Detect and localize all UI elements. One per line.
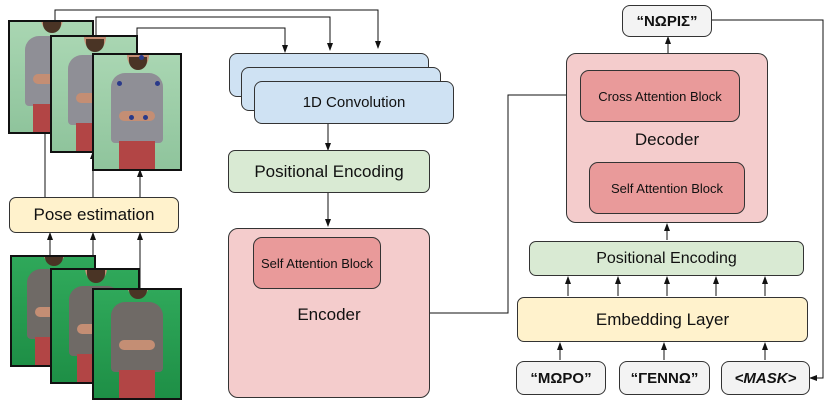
encoder-block: Self Attention Block Encoder: [228, 228, 430, 398]
keypoint: [135, 53, 140, 54]
encoder-label: Encoder: [297, 305, 361, 324]
keypoint: [139, 55, 144, 60]
cross-attention-block: Cross Attention Block: [580, 70, 740, 122]
signer-figure: [109, 290, 165, 398]
cross-attention-label: Cross Attention Block: [598, 88, 722, 104]
conv-label: 1D Convolution: [302, 94, 406, 111]
video-frame-3: [92, 288, 182, 400]
encoder-self-attention-block: Self Attention Block: [253, 237, 381, 289]
encoder-self-attention-label: Self Attention Block: [260, 255, 373, 271]
arrow-encoder-to-cross-attention: [430, 92, 580, 314]
encoder-positional-encoding-label: Positional Encoding: [254, 161, 404, 181]
decoder-positional-encoding: Positional Encoding: [529, 241, 804, 276]
mask-token: <MASK>: [721, 361, 810, 395]
pose-estimation-block: Pose estimation: [9, 197, 179, 233]
keypoint: [143, 115, 148, 120]
decoder-self-attention-label: Self Attention Block: [610, 180, 723, 196]
decoder-block: Cross Attention Block Decoder Self Atten…: [566, 53, 768, 223]
encoder-positional-encoding: Positional Encoding: [228, 150, 430, 193]
embedding-layer: Embedding Layer: [517, 297, 808, 342]
input-token-2-label: “ΓΕΝΝΩ”: [630, 369, 699, 387]
pose-frame-3: [92, 53, 182, 171]
conv-block: 1D Convolution: [254, 81, 454, 124]
output-token: “ΝΩΡΙΣ”: [622, 5, 712, 37]
keypoint: [155, 81, 160, 86]
decoder-self-attention-block: Self Attention Block: [589, 162, 745, 214]
signer-figure: [109, 53, 165, 169]
embedding-layer-label: Embedding Layer: [595, 309, 730, 329]
input-token-2: “ΓΕΝΝΩ”: [619, 361, 710, 395]
decoder-positional-encoding-label: Positional Encoding: [596, 249, 737, 267]
output-token-label: “ΝΩΡΙΣ”: [636, 12, 698, 30]
keypoint: [117, 81, 122, 86]
arrow-image3-to-conv: [136, 27, 288, 53]
pose-estimation-label: Pose estimation: [33, 205, 155, 224]
mask-token-label: <MASK>: [734, 369, 797, 387]
keypoint: [129, 115, 134, 120]
input-token-1-label: “ΜΩΡΟ”: [530, 369, 592, 387]
input-token-1: “ΜΩΡΟ”: [516, 361, 606, 395]
decoder-label: Decoder: [634, 130, 700, 149]
